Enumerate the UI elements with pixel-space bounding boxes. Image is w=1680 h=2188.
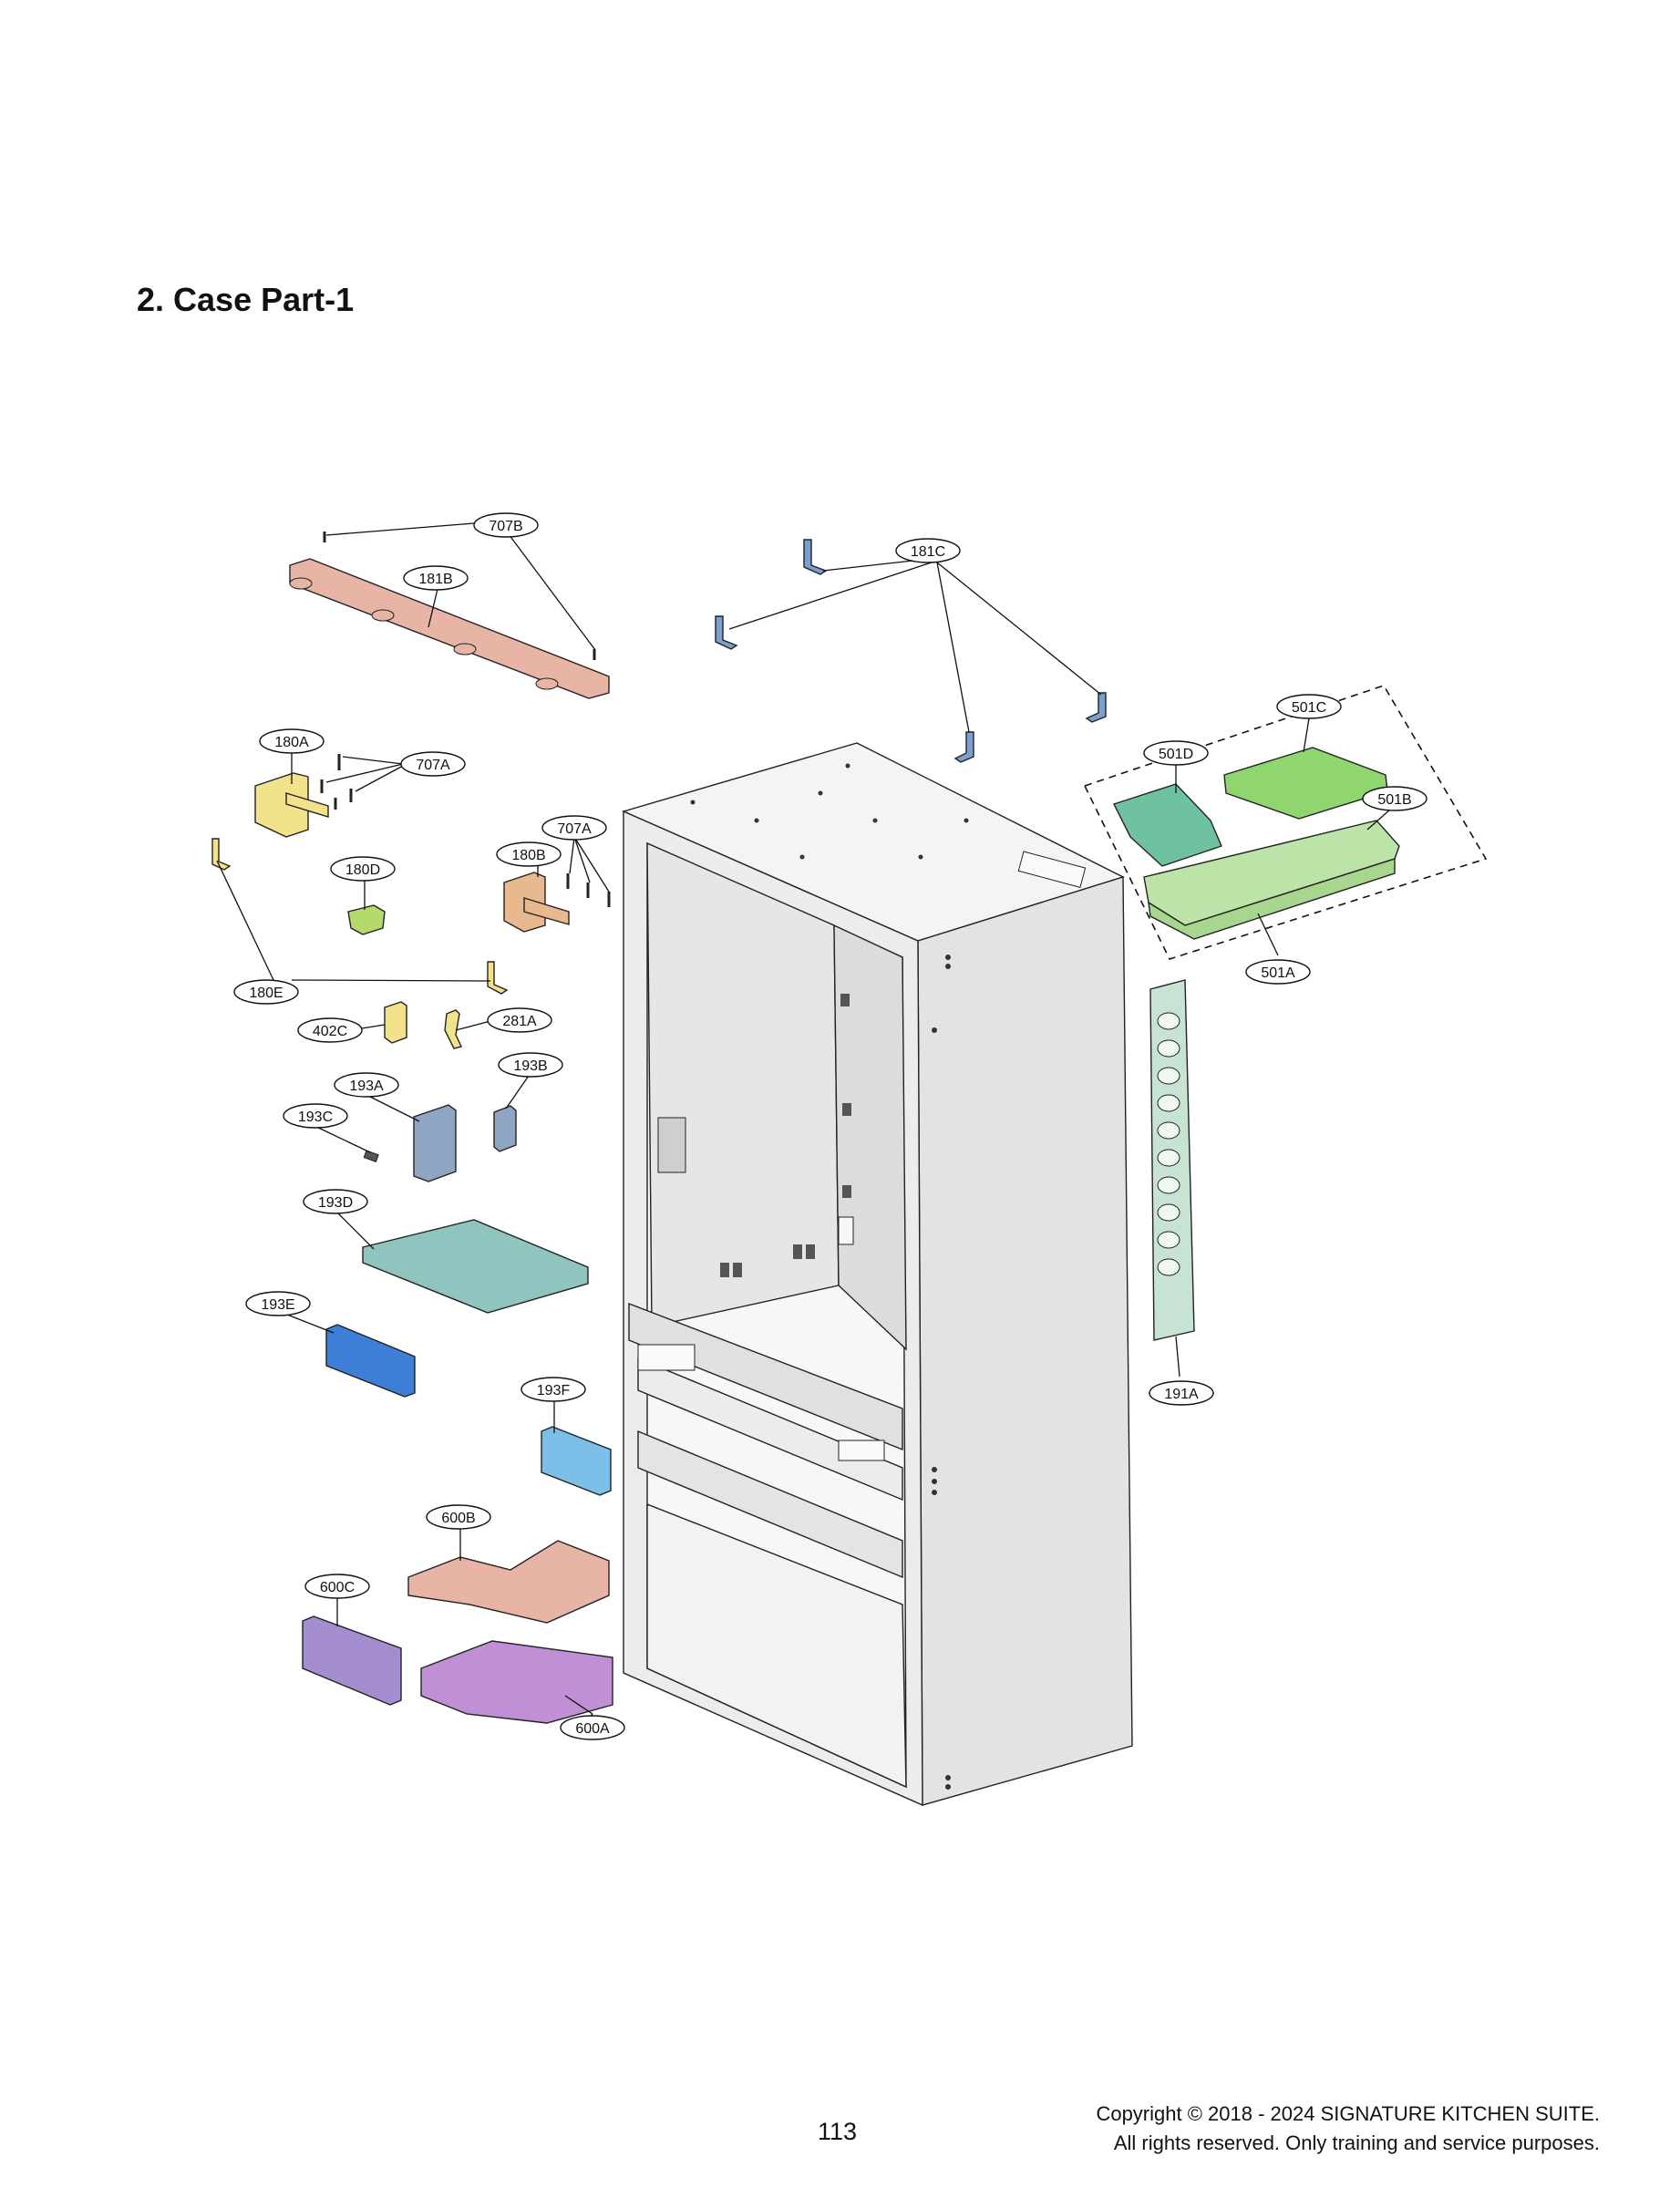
copyright-notice: Copyright © 2018 - 2024 SIGNATURE KITCHE… [1096,2100,1600,2158]
callout-600b: 600B [426,1504,491,1530]
callout-label: 193C [298,1109,333,1125]
callout-600a: 600A [560,1715,625,1740]
callout-181c: 181C [895,538,961,563]
callout-501d: 501D [1143,740,1209,766]
callout-180a: 180A [259,728,325,754]
callout-193b: 193B [498,1052,563,1078]
callout-label: 707A [416,758,450,773]
cabinet-case [621,742,1133,1807]
callout-501b: 501B [1362,786,1427,811]
callout-707a-right: 707A [541,815,607,841]
callout-label: 180D [345,862,380,878]
callout-label: 501C [1292,700,1326,716]
callout-501a: 501A [1245,959,1311,985]
page-title: 2. Case Part-1 [137,281,355,318]
callout-180e: 180E [233,979,299,1005]
callout-193c: 193C [283,1103,348,1129]
callout-707a-left: 707A [400,751,466,777]
callout-193f: 193F [520,1377,586,1402]
callout-193e: 193E [245,1291,311,1316]
callout-label: 193E [261,1297,294,1313]
callout-label: 191A [1164,1387,1199,1402]
callout-label: 181B [418,572,452,587]
callout-501c: 501C [1276,694,1342,719]
callout-label: 707A [557,821,592,837]
callout-label: 181C [911,544,945,560]
callout-label: 193D [318,1195,353,1211]
callout-label: 402C [313,1024,347,1039]
callout-label: 180B [511,848,545,863]
callout-label: 193F [537,1383,571,1398]
callout-label: 281A [502,1014,537,1029]
callout-281a: 281A [487,1007,552,1033]
callout-181b: 181B [403,565,469,591]
callout-label: 707B [489,519,522,534]
copyright-line: Copyright © 2018 - 2024 SIGNATURE KITCHE… [1096,2102,1600,2125]
callout-label: 193A [349,1079,384,1094]
callout-600c: 600C [304,1574,370,1599]
callout-707b: 707B [473,512,539,538]
callout-193d: 193D [303,1189,368,1214]
callout-180b: 180B [496,841,562,867]
callout-label: 600B [441,1511,475,1526]
callout-label: 180A [274,735,309,750]
rights-line: All rights reserved. Only training and s… [1113,2131,1600,2154]
callout-label: 501B [1377,792,1411,808]
callout-label: 600C [320,1580,355,1595]
callout-402c: 402C [297,1017,363,1043]
callout-label: 193B [513,1058,547,1074]
callout-label: 180E [249,986,283,1001]
callout-193a: 193A [334,1072,399,1098]
page-number: 113 [818,2118,858,2145]
callout-label: 600A [575,1721,610,1737]
callout-191a: 191A [1149,1380,1214,1406]
callout-180d: 180D [330,856,396,882]
callout-label: 501D [1159,747,1193,762]
callout-label: 501A [1261,965,1295,981]
